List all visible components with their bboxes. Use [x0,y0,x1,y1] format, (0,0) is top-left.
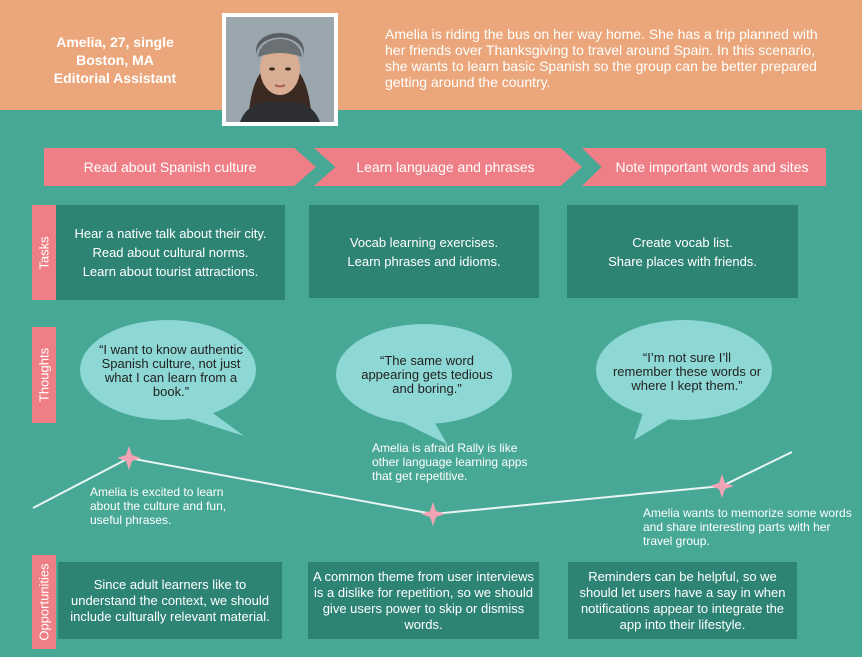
thought-bubble-3: “I’m not sure I’ll remember these words … [592,318,782,448]
emotion-note-1: Amelia is excited to learn about the cul… [90,485,227,527]
emotion-star-3 [710,474,734,498]
stage-learn-language: Learn language and phrases [314,148,582,186]
persona-photo [222,13,338,126]
task-item: Learn about tourist attractions. [82,264,259,279]
task-box-3: Create vocab list. Share places with fri… [567,205,798,298]
task-box-2: Vocab learning exercises. Learn phrases … [309,205,539,298]
task-box-1: Hear a native talk about their city. Rea… [56,205,285,300]
task-item: Share places with friends. [608,253,757,269]
persona-header [0,0,862,110]
stage-read-culture: Read about Spanish culture [44,148,316,186]
task-item: Hear a native talk about their city. [74,226,267,241]
persona-job: Editorial Assistant [53,70,177,86]
thought-bubble-1: “I want to know authentic Spanish cultur… [76,312,266,442]
opportunity-box-3: Reminders can be helpful, so we should l… [568,562,797,639]
task-item: Vocab learning exercises. [349,234,499,250]
task-item: Create vocab list. [632,234,733,250]
row-label-opportunities: Opportunities [32,555,56,649]
persona-name: Amelia, 27, single [56,34,174,50]
opportunity-box-1: Since adult learners like to understand … [58,562,282,639]
persona-info: Amelia, 27, single Boston, MA Editorial … [20,33,210,87]
opportunity-box-2: A common theme from user interviews is a… [308,562,539,639]
emotion-star-2 [421,502,445,526]
emotion-note-2: Amelia is afraid Rally is like other lan… [372,441,528,483]
task-item: Read about cultural norms. [92,245,249,260]
thought-bubble-2: “The same word appearing gets tedious an… [332,322,522,452]
row-label-thoughts: Thoughts [32,327,56,423]
row-label-tasks: Tasks [32,205,56,300]
emotion-star-1 [117,446,141,470]
emotion-note-3: Amelia wants to memorize some words and … [643,506,852,548]
scenario-text: Amelia is riding the bus on her way home… [385,26,818,90]
persona-location: Boston, MA [76,52,154,68]
stage-note-words: Note important words and sites [582,148,826,186]
task-item: Learn phrases and idioms. [347,253,501,269]
